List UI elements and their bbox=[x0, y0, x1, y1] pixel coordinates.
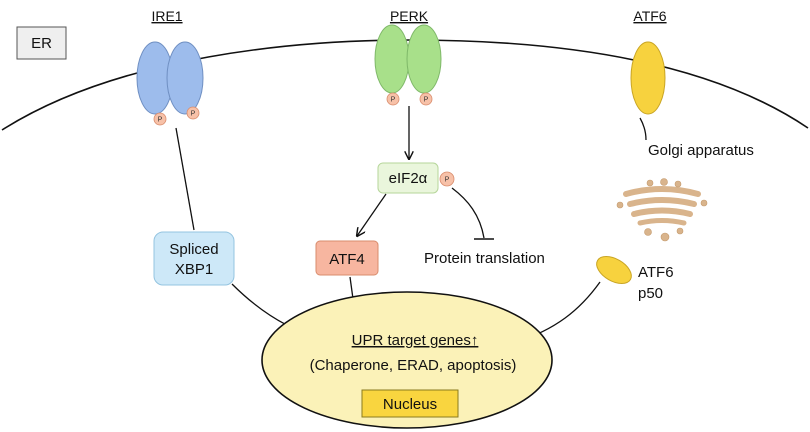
upr-target-genes-label: UPR target genes↑ bbox=[352, 332, 479, 349]
perk-receptor bbox=[374, 24, 442, 94]
target-gene-list: (Chaperone, ERAD, apoptosis) bbox=[310, 357, 517, 374]
eif2a-label: eIF2α bbox=[389, 170, 428, 187]
perk-phospho-left: P bbox=[386, 92, 400, 106]
atf4-label: ATF4 bbox=[329, 251, 365, 268]
spliced-xbp1-box: Spliced XBP1 bbox=[153, 231, 235, 286]
eif2a-box: eIF2α bbox=[377, 162, 439, 194]
protein-translation-label: Protein translation bbox=[424, 250, 545, 267]
ire1-phospho-left: P bbox=[153, 112, 167, 126]
atf6-p50-label-line1: ATF6 bbox=[638, 264, 674, 281]
ire1-phospho-right: P bbox=[186, 106, 200, 120]
atf6-p50-fragment bbox=[596, 256, 632, 284]
svg-text:P: P bbox=[391, 97, 396, 104]
nucleus bbox=[261, 291, 553, 429]
golgi-label: Golgi apparatus bbox=[648, 142, 754, 159]
er-label-box: ER bbox=[16, 26, 67, 60]
eif2a-to-atf4-arrow bbox=[357, 193, 387, 236]
er-label: ER bbox=[31, 35, 52, 52]
eif2a-inhibits-translation bbox=[451, 187, 485, 239]
svg-text:P: P bbox=[445, 177, 450, 184]
svg-text:P: P bbox=[424, 97, 429, 104]
atf6-receptor bbox=[630, 41, 666, 115]
spliced-xbp1-label-line1: Spliced bbox=[169, 241, 218, 258]
atf6-to-golgi-line bbox=[639, 117, 647, 141]
perk-title: PERK bbox=[390, 8, 429, 24]
svg-text:P: P bbox=[191, 111, 196, 118]
ire1-to-xbp1-line bbox=[175, 127, 195, 231]
ire1-title: IRE1 bbox=[151, 8, 182, 24]
atf6-title: ATF6 bbox=[633, 8, 666, 24]
golgi-icon bbox=[616, 178, 708, 242]
atf6-p50-label-line2: p50 bbox=[638, 285, 663, 302]
svg-text:P: P bbox=[158, 117, 163, 124]
eif2a-phospho: P bbox=[439, 171, 455, 187]
atf4-box: ATF4 bbox=[315, 240, 379, 276]
spliced-xbp1-label-line2: XBP1 bbox=[175, 261, 213, 278]
perk-phospho-right: P bbox=[419, 92, 433, 106]
nucleus-label: Nucleus bbox=[383, 396, 437, 413]
ire1-receptor bbox=[136, 41, 204, 115]
nucleus-label-box: Nucleus bbox=[361, 389, 459, 418]
